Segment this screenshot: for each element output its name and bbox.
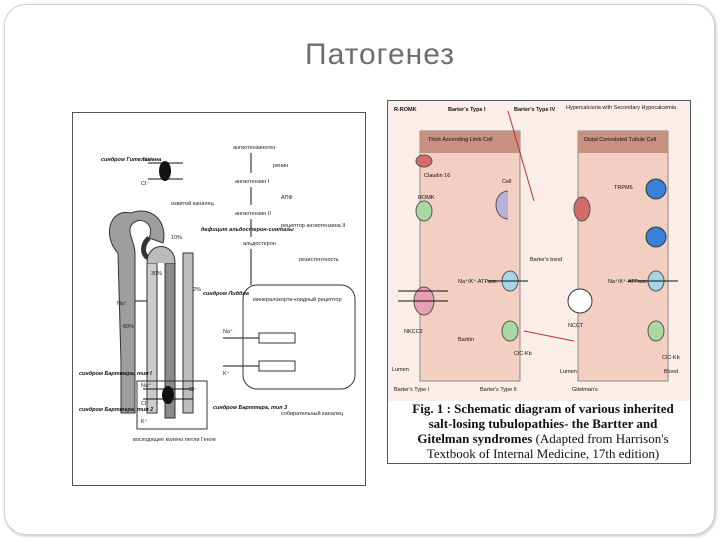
bartter-bsnd-label: Barter's bsnd (530, 257, 562, 263)
dct-cell (577, 130, 669, 382)
pct-60: 60% (123, 324, 134, 330)
bartter-type1-bottom: Barter's Type I (394, 387, 430, 393)
distal-tubule-label: извитой каналец (171, 200, 215, 207)
nkcc2-label: NKCC2 (404, 329, 423, 335)
tubule-loop (141, 236, 151, 261)
thick-limb-header (420, 131, 520, 153)
figure-caption: Fig. 1 : Schematic diagram of various in… (408, 401, 678, 461)
na-label-5: Na⁺ (223, 328, 233, 335)
ace: АПФ (281, 195, 293, 201)
blood-label: Blood (664, 369, 678, 375)
clc-kb-channel (501, 320, 519, 342)
channel (258, 360, 296, 372)
thick-limb-label: Thick Ascending Limb Cell (428, 137, 493, 143)
angiotensin2: ангиотензин II (235, 211, 271, 217)
dct-header (578, 131, 668, 153)
henle-label: восходящее колено петли Генле (133, 437, 216, 443)
claudin-label: Claudin 16 (424, 173, 450, 179)
na-k-atpase-label: Na⁺/K⁺-ATPase (458, 278, 497, 285)
cl-label: Cl⁻ (141, 181, 149, 187)
na-label-3: Na⁺ (141, 382, 151, 389)
red-arrow (507, 110, 535, 202)
renin: ренин (273, 163, 288, 169)
cl-label-3: Cl⁻ (141, 401, 149, 407)
caption-regular: (Adapted from Harrison's Textbook of Int… (426, 431, 669, 461)
descending-limb (146, 262, 158, 414)
dct-label: Distal Convoluted Tubule Cell (584, 137, 656, 143)
k-label-5: K⁺ (223, 370, 230, 377)
lidl-label: синдром Лиддла (203, 291, 249, 297)
na-label-2: Na⁺ (117, 300, 127, 307)
na-k-atpase-label-2: Na⁺/K⁺-ATPase (608, 278, 647, 285)
aldosterone: альдостерон (243, 241, 276, 247)
nephron-svg: синдром Гительмана Na⁺ Cl⁻ извитой канал… (79, 145, 356, 443)
red-arrow (523, 330, 575, 342)
trpm6-label: TRPM6 (614, 185, 633, 191)
proximal-tubule (109, 210, 165, 414)
mr-label: минералокорти-коидный рецептор (253, 296, 342, 303)
bartter-box (136, 380, 208, 430)
claudin-channel (415, 154, 433, 168)
label-bartter1: синдром Барттера, тип I (79, 371, 152, 377)
clc-kb-label-2: ClC-Kb (662, 355, 680, 361)
channel (258, 332, 296, 344)
angiotensinogen: ангиотензиноген (233, 145, 275, 151)
cell-label: Cell (502, 179, 511, 185)
blue-transporter (645, 226, 667, 248)
collecting-cell-box (242, 284, 356, 390)
collecting-duct (182, 252, 194, 414)
pct-30: 30% (151, 271, 162, 277)
hypo-label: Hypercalciuria with Secondary Hypocalcem… (566, 105, 677, 111)
slide-title: Патогенез (305, 38, 455, 71)
lumen-label-2: Lumen (560, 369, 577, 375)
pct-2: 2% (193, 287, 201, 293)
pct-10: 10% (171, 235, 182, 241)
receptor: рецептор ангиотензина II (281, 223, 346, 229)
tubule-svg: R-ROMK Barter's Type I Barter's Type IV … (388, 101, 690, 401)
trpm6-channel (573, 196, 591, 222)
lumen-label: Lumen (392, 367, 409, 373)
label-gitelman: синдром Гительмана (101, 157, 161, 163)
gitelman-transporter (159, 161, 171, 181)
ncct-transporter (567, 288, 593, 314)
right-figure-tubulopathy-diagram: R-ROMK Barter's Type I Barter's Type IV … (387, 100, 691, 464)
resistance: резистентность (299, 257, 339, 263)
barttin-label: Barttin (458, 337, 474, 343)
clc-channel (495, 190, 509, 220)
bartter-type2-bottom: Barter's Type II (480, 387, 517, 393)
na-label: Na⁺ (143, 156, 153, 163)
romk-channel (415, 200, 433, 222)
ncct-label: NCCT (568, 323, 584, 329)
k-label-3: K⁺ (141, 418, 148, 425)
label-bartter2: синдром Барттера, тип 2 (79, 407, 153, 413)
deficit-aldo: дефицит альдостерон-синтазы (201, 226, 294, 233)
collecting-tubule-label: собирательный каналец (281, 410, 344, 417)
blue-transporter (645, 178, 667, 200)
angiotensin1: ангиотензин I (235, 179, 270, 185)
r-romk-label: R-ROMK (394, 107, 417, 113)
cl-label-4: Cl⁻ (189, 387, 197, 393)
bartter4-top: Barter's Type IV (514, 107, 556, 113)
caption-bold: Fig. 1 : Schematic diagram of various in… (412, 401, 674, 446)
thick-limb-cell (419, 130, 521, 382)
clc-kb-label: ClC-Kb (514, 351, 532, 357)
gitelman-label: Gitelman's (572, 387, 598, 393)
romk-label: ROMK (418, 195, 435, 201)
loop-top (146, 246, 176, 264)
clc-kb-dct (647, 320, 665, 342)
label-bartter3: синдром Барттера, тип 3 (213, 405, 287, 411)
bartter1-top: Barter's Type I (448, 107, 486, 113)
left-figure-nephron-diagram: синдром Гительмана Na⁺ Cl⁻ извитой канал… (72, 112, 366, 486)
